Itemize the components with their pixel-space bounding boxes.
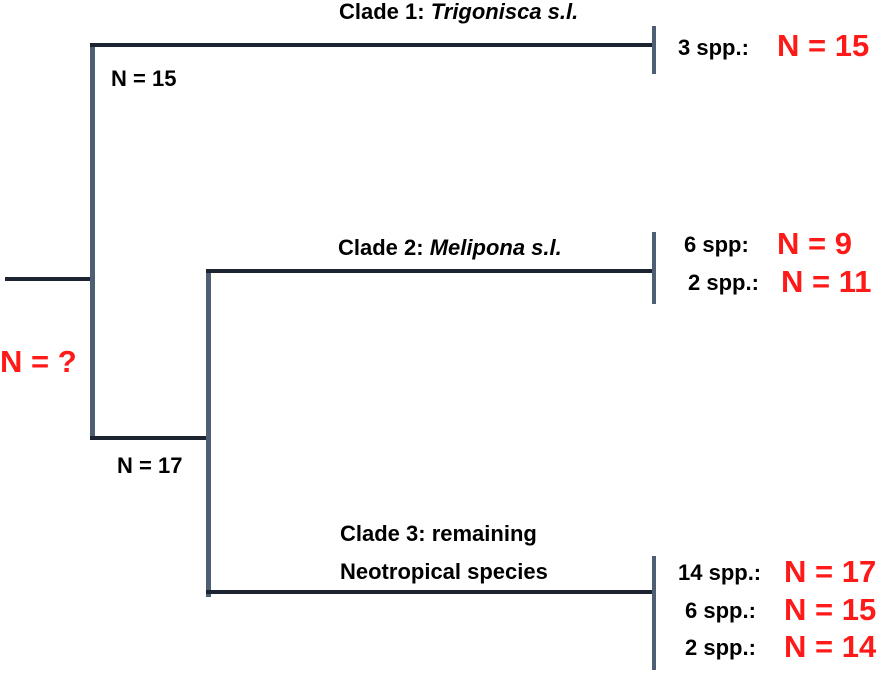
- clade3-tip-count-1: 14 spp.:: [678, 560, 762, 585]
- clade3-tip-value-2: N = 15: [784, 592, 877, 627]
- clade1-tip-value-1: N = 15: [777, 28, 870, 63]
- lower-branch: [90, 436, 210, 440]
- clade3-terminal-bar: [652, 556, 656, 670]
- clade2-terminal-bar: [652, 232, 656, 304]
- lower-node-label: N = 17: [117, 453, 183, 478]
- clade2-tip-value-2: N = 11: [781, 264, 872, 299]
- clade1-title: Clade 1: Trigonisca s.l.: [339, 1, 578, 23]
- clade1-terminal-bar: [652, 26, 656, 74]
- clade1-prefix: Clade 1:: [339, 0, 425, 24]
- clade2-title: Clade 2: Melipona s.l.: [338, 237, 562, 259]
- clade2-tip-count-1: 6 spp:: [684, 232, 749, 257]
- clade2-tip-value-1: N = 9: [777, 226, 852, 261]
- clade3-tip-value-1: N = 17: [784, 554, 877, 589]
- clade3-tip-count-2: 6 spp.:: [685, 598, 756, 623]
- upper-node-label: N = 15: [111, 66, 177, 91]
- clade1-branch: [90, 43, 654, 47]
- root-label: N = ?: [0, 344, 77, 379]
- clade1-tip-count-1: 3 spp.:: [678, 35, 749, 60]
- clade3-title-line-2: Neotropical species: [340, 559, 548, 584]
- clade3-tip-count-3: 2 spp.:: [685, 635, 756, 660]
- clade1-name: Trigonisca s.l.: [430, 0, 579, 24]
- upper-split-vertical: [90, 44, 95, 439]
- clade3-branch: [206, 590, 654, 594]
- clade2-name: Melipona s.l.: [429, 235, 562, 260]
- clade3-title-line-1: Clade 3: remaining: [340, 521, 537, 546]
- lower-split-vertical: [206, 271, 211, 597]
- clade2-prefix: Clade 2:: [338, 235, 424, 260]
- clade3-tip-value-3: N = 14: [784, 629, 877, 664]
- clade2-branch: [206, 269, 654, 273]
- root-stem: [5, 277, 93, 281]
- clade2-tip-count-2: 2 spp.:: [688, 270, 759, 295]
